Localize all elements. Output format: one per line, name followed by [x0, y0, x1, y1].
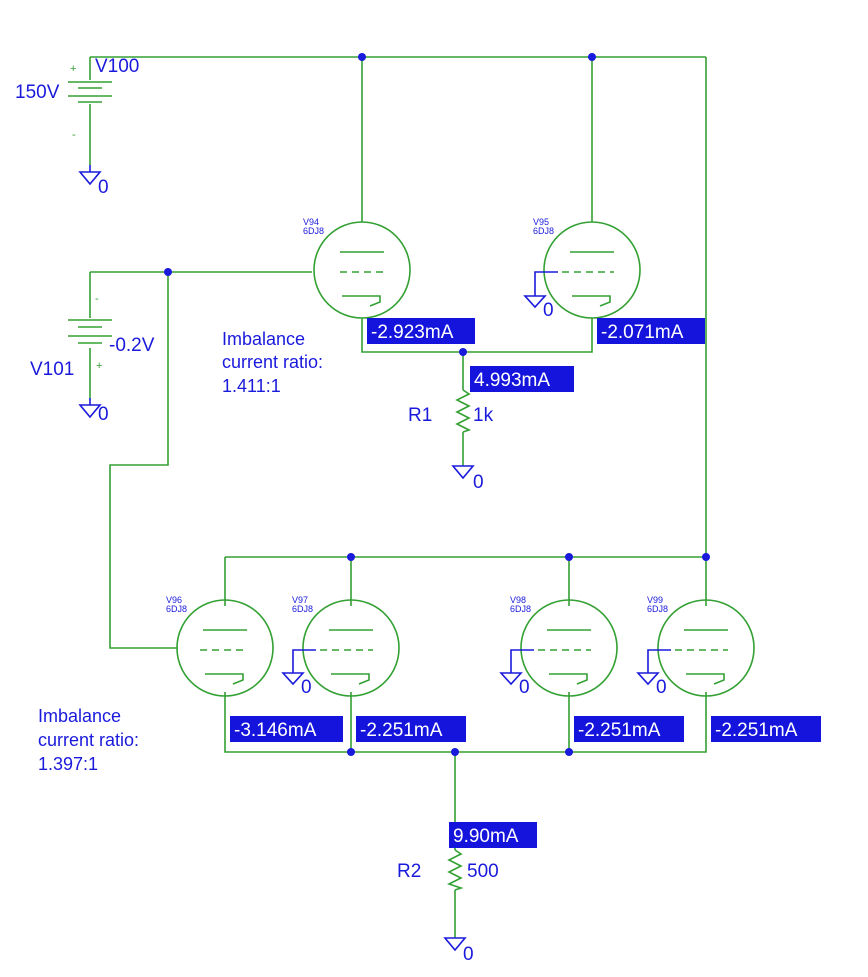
v101-plus-sign: +	[96, 360, 102, 372]
tube-model: 6DJ8	[303, 226, 324, 236]
note-bottom-imbalance: Imbalance current ratio: 1.397:1	[38, 706, 139, 774]
junction-dot	[588, 53, 596, 61]
tube-v99: V99 6DJ8 0	[636, 595, 755, 698]
v101-value: -0.2V	[109, 335, 155, 356]
ground-label: 0	[656, 677, 667, 698]
tube-name: V94	[303, 217, 319, 227]
tube-v94: V94 6DJ8	[303, 217, 411, 319]
junction-dot	[459, 348, 467, 356]
current-value: -2.251mA	[360, 720, 443, 741]
resistor-value: 1k	[473, 405, 494, 426]
wires	[89, 56, 707, 938]
note-line: Imbalance	[222, 329, 305, 349]
ground-label: 0	[543, 300, 554, 321]
v96-grid-wire	[109, 272, 178, 649]
ground-label: 0	[301, 677, 312, 698]
current-value: 4.993mA	[474, 370, 550, 391]
battery-v101: - + -0.2V V101	[30, 293, 155, 380]
resistor-r1: R1 1k	[408, 389, 494, 433]
current-badge-v97: -2.251mA	[356, 716, 466, 742]
tube-model: 6DJ8	[166, 604, 187, 614]
tube-v95: V95 6DJ8 0	[523, 217, 641, 321]
v100-plus-sign: +	[70, 63, 76, 75]
junction-dot	[358, 53, 366, 61]
v101-name: V101	[30, 359, 74, 380]
junction-dot	[702, 553, 710, 561]
note-line: current ratio:	[222, 352, 323, 372]
bottom-cathode-rail	[224, 692, 707, 753]
ground-v100: 0	[78, 165, 109, 198]
current-badge-r1: 4.993mA	[470, 366, 574, 392]
current-badge-r2: 9.90mA	[449, 822, 537, 848]
ground-label: 0	[519, 677, 530, 698]
tube-model: 6DJ8	[533, 226, 554, 236]
note-line: Imbalance	[38, 706, 121, 726]
ground-r1: 0	[451, 465, 484, 493]
note-line: 1.411:1	[222, 376, 281, 396]
ground-label: 0	[98, 177, 109, 198]
ground-label: 0	[463, 944, 474, 965]
v100-name: V100	[95, 56, 139, 77]
resistor-name: R1	[408, 405, 432, 426]
resistor-value: 500	[467, 861, 499, 882]
junction-dot	[347, 748, 355, 756]
tube-model: 6DJ8	[292, 604, 313, 614]
battery-v100: + - V100 150V	[15, 56, 139, 141]
current-value: -3.146mA	[234, 720, 317, 741]
tube-name: V99	[647, 595, 663, 605]
ground-r2: 0	[443, 937, 474, 965]
ground-label: 0	[473, 472, 484, 493]
tube-name: V96	[166, 595, 182, 605]
tube-name: V98	[510, 595, 526, 605]
note-top-imbalance: Imbalance current ratio: 1.411:1	[222, 329, 323, 396]
ground-v101: 0	[78, 398, 109, 425]
tube-model: 6DJ8	[647, 604, 668, 614]
tube-name: V95	[533, 217, 549, 227]
current-value: -2.923mA	[371, 322, 454, 343]
junction-dot	[451, 748, 459, 756]
resistor-name: R2	[397, 861, 421, 882]
tube-model: 6DJ8	[510, 604, 531, 614]
tube-name: V97	[292, 595, 308, 605]
current-badge-v94: -2.923mA	[367, 318, 475, 344]
current-value: -2.251mA	[715, 720, 798, 741]
v100-minus-sign: -	[72, 129, 76, 141]
resistor-r2: R2 500	[397, 849, 499, 891]
v100-value: 150V	[15, 82, 60, 103]
current-badge-v96: -3.146mA	[230, 716, 343, 742]
junctions	[164, 53, 710, 756]
current-badge-v95: -2.071mA	[597, 318, 705, 344]
current-badge-v98: -2.251mA	[574, 716, 684, 742]
current-value: -2.251mA	[578, 720, 661, 741]
current-value: 9.90mA	[453, 826, 519, 847]
current-value: -2.071mA	[601, 322, 684, 343]
tube-v96: V96 6DJ8	[166, 595, 274, 697]
tube-v97: V97 6DJ8 0	[281, 595, 400, 698]
junction-dot	[347, 553, 355, 561]
junction-dot	[164, 268, 172, 276]
ground-label: 0	[98, 404, 109, 425]
junction-dot	[565, 553, 573, 561]
junction-dot	[565, 748, 573, 756]
top-cathode-wire	[361, 318, 593, 353]
current-badge-v99: -2.251mA	[711, 716, 821, 742]
tube-v98: V98 6DJ8 0	[499, 595, 618, 698]
note-line: 1.397:1	[38, 754, 98, 774]
note-line: current ratio:	[38, 730, 139, 750]
v101-minus-sign: -	[95, 293, 99, 305]
